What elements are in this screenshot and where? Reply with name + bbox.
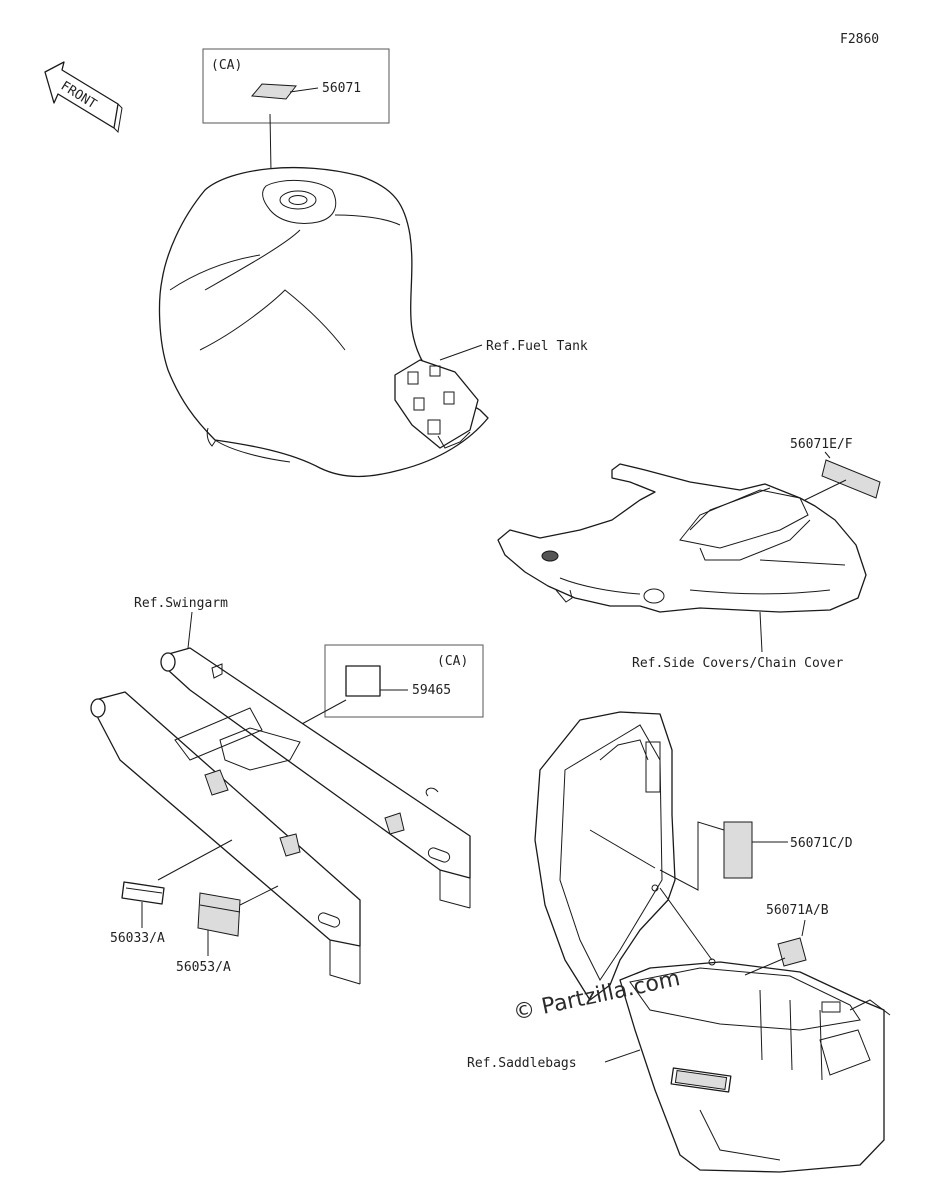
swingarm-decal-number: 59465 — [412, 683, 451, 698]
tank-decal-number: 56071 — [322, 81, 361, 96]
fuel-tank-ref: Ref.Fuel Tank — [486, 339, 588, 354]
side-decal-number: 56071E/F — [790, 437, 853, 452]
side-covers — [497, 463, 867, 613]
decal-56033a-number: 56033/A — [110, 931, 165, 946]
figure-code: F2860 — [840, 32, 879, 47]
tank-decal-icon — [251, 83, 297, 100]
tank-ca-note: (CA) — [211, 58, 242, 73]
decal-56071cd-icon — [723, 821, 753, 879]
decal-56053a-number: 56053/A — [176, 960, 231, 975]
saddlebags-ref: Ref.Saddlebags — [467, 1056, 577, 1071]
fuel-tank — [158, 166, 489, 478]
decal-56071ab-icon — [777, 937, 807, 967]
swingarm-ca-box — [324, 644, 484, 718]
swingarm-decal-icon — [345, 665, 381, 697]
decal-56053a-icon — [197, 892, 241, 937]
side-decal-icon — [821, 459, 881, 499]
front-arrow-icon: FRONT — [44, 61, 123, 134]
swingarm — [90, 647, 471, 985]
tank-ca-box — [202, 48, 390, 124]
decal-56071ab-number: 56071A/B — [766, 903, 829, 918]
decal-56071cd-number: 56071C/D — [790, 836, 853, 851]
side-covers-ref: Ref.Side Covers/Chain Cover — [632, 656, 843, 671]
swingarm-ref: Ref.Swingarm — [134, 596, 228, 611]
decal-56033a-icon — [121, 881, 165, 905]
saddlebag — [534, 711, 891, 1173]
swingarm-ca-note: (CA) — [437, 654, 468, 669]
